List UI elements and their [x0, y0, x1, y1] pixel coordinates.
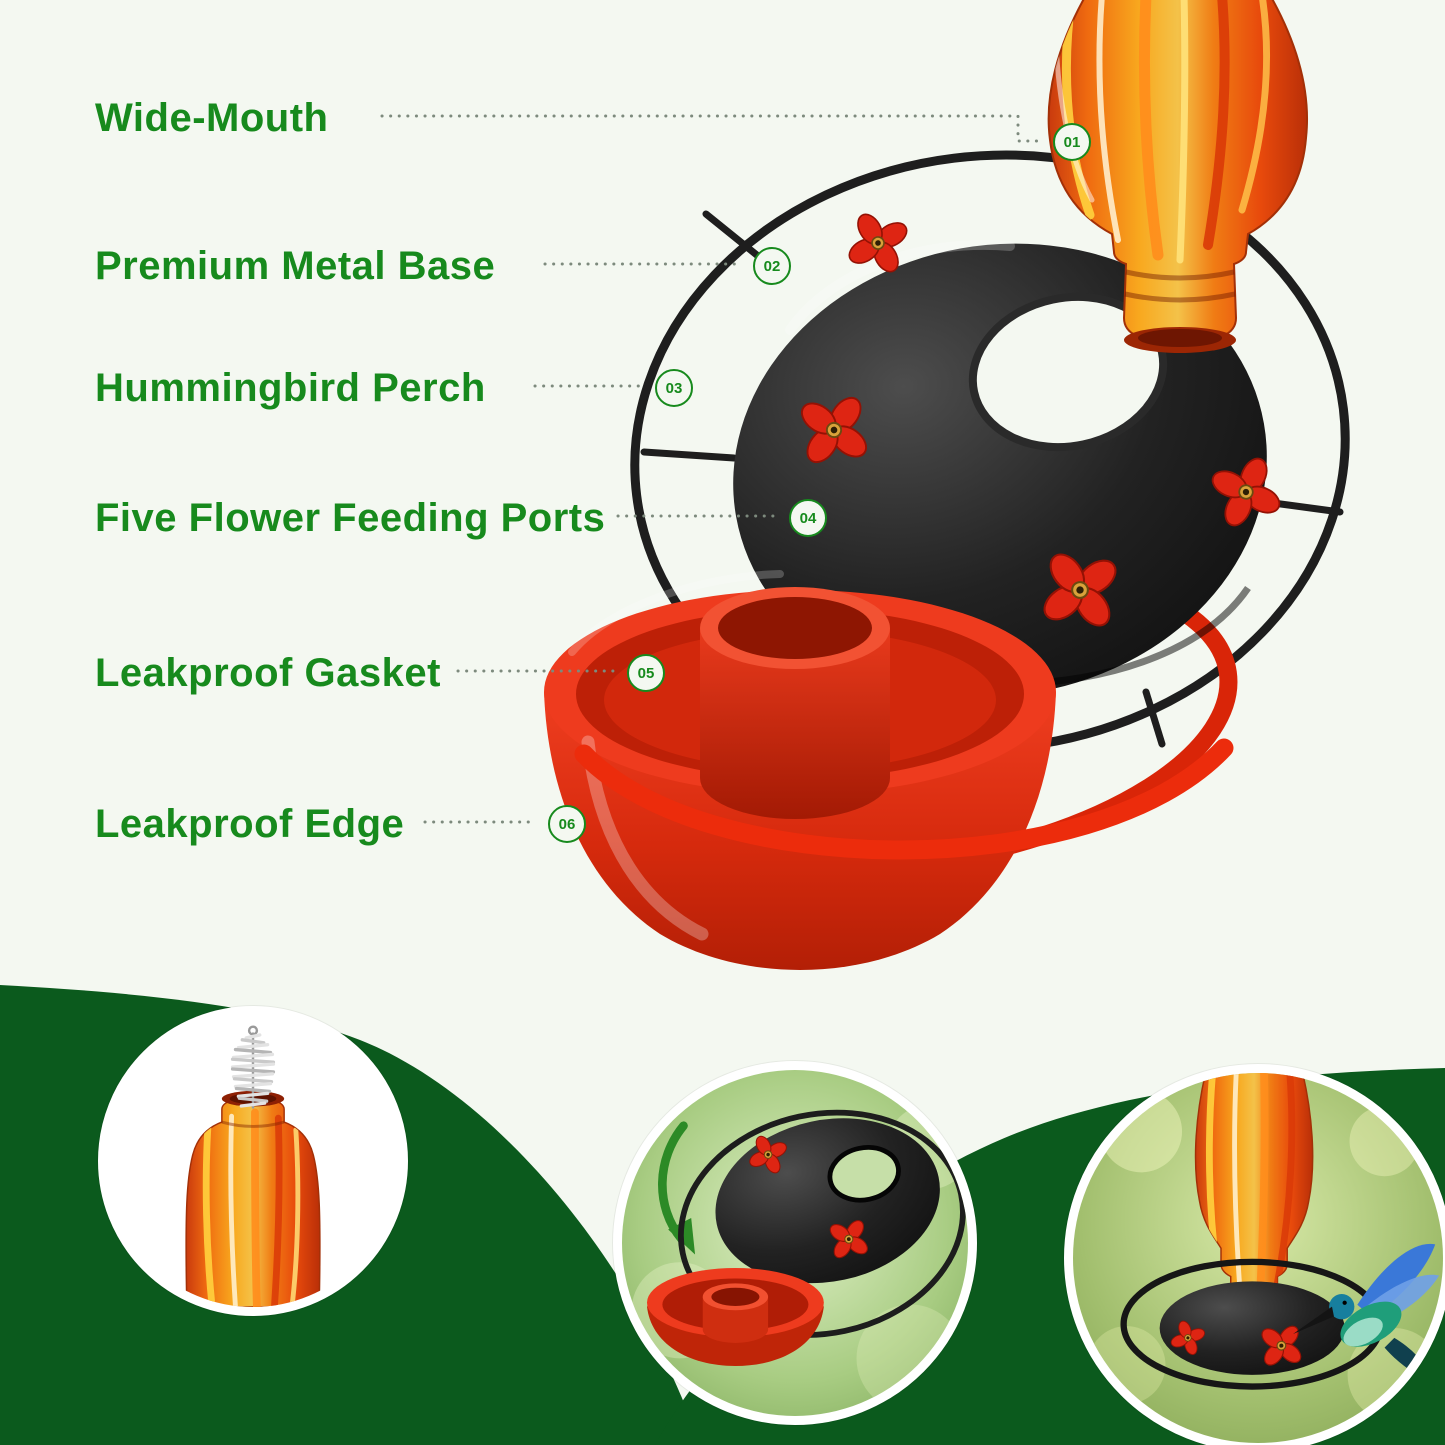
assembly-illustration	[622, 1070, 968, 1416]
leader-line-01	[380, 114, 1042, 143]
flower-feeding-ports	[792, 205, 1291, 636]
callout-label-wide-mouth: Wide-Mouth	[95, 96, 329, 140]
callout-badge-06: 06	[548, 805, 586, 843]
inset-circle-cleaning-brush	[98, 1006, 408, 1316]
callout-label-edge: Leakproof Edge	[95, 802, 405, 846]
callout-label-perch: Hummingbird Perch	[95, 366, 486, 410]
callout-badge-03: 03	[655, 369, 693, 407]
perch-ring	[630, 150, 1350, 754]
hummingbird-feeding-illustration	[1073, 1073, 1443, 1443]
wide-mouth-hole	[968, 292, 1168, 452]
gasket-ring	[572, 557, 1238, 879]
callout-badge-02: 02	[753, 247, 791, 285]
callout-badge-01: 01	[1053, 123, 1091, 161]
gasket-ring-front	[574, 738, 1234, 860]
callout-badge-04: 04	[789, 499, 827, 537]
inset-circle-assembly	[613, 1061, 977, 1425]
glass-bottle	[1047, 0, 1308, 353]
callout-label-gasket: Leakproof Gasket	[95, 651, 441, 695]
cleaning-brush-illustration	[107, 1015, 399, 1307]
inset-circle-hummingbird	[1064, 1064, 1445, 1445]
basin	[544, 570, 1056, 970]
callout-label-feeding-ports: Five Flower Feeding Ports	[95, 496, 606, 540]
metal-base	[733, 239, 1267, 697]
callout-badge-05: 05	[627, 654, 665, 692]
callout-label-metal-base: Premium Metal Base	[95, 244, 496, 288]
